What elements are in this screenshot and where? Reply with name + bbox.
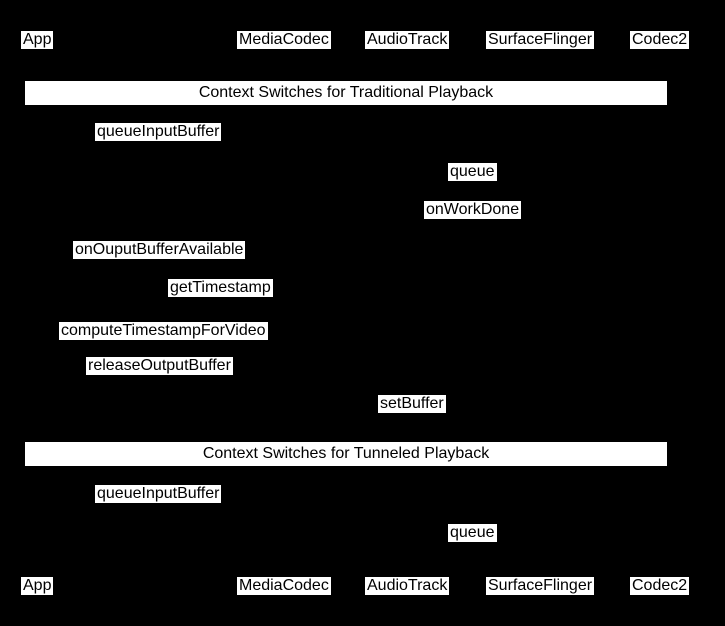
participant-top-audiotrack: AudioTrack (365, 31, 450, 49)
participant-bottom-surfaceflinger: SurfaceFlinger (486, 577, 595, 595)
message-queueinputbuffer-1: queueInputBuffer (95, 123, 222, 141)
message-computetimestampforvideo: computeTimestampForVideo (59, 322, 268, 340)
message-queueinputbuffer-2: queueInputBuffer (95, 485, 222, 503)
message-onworkdone: onWorkDone (424, 201, 522, 219)
message-setbuffer: setBuffer (378, 395, 446, 413)
participant-top-app: App (21, 31, 54, 49)
message-queue-1: queue (448, 163, 497, 181)
participant-top-codec2: Codec2 (630, 31, 690, 49)
participant-top-mediacodec: MediaCodec (237, 31, 331, 49)
message-gettimestamp: getTimestamp (168, 279, 273, 297)
participant-bottom-app: App (21, 577, 54, 595)
message-onouputbufferavailable: onOuputBufferAvailable (73, 241, 246, 259)
message-releaseoutputbuffer: releaseOutputBuffer (86, 357, 233, 375)
participant-bottom-mediacodec: MediaCodec (237, 577, 331, 595)
section-banner-traditional: Context Switches for Traditional Playbac… (25, 81, 667, 105)
message-queue-2: queue (448, 524, 497, 542)
participant-bottom-codec2: Codec2 (630, 577, 690, 595)
participant-top-surfaceflinger: SurfaceFlinger (486, 31, 595, 49)
section-banner-tunneled: Context Switches for Tunneled Playback (25, 442, 667, 466)
participant-bottom-audiotrack: AudioTrack (365, 577, 450, 595)
